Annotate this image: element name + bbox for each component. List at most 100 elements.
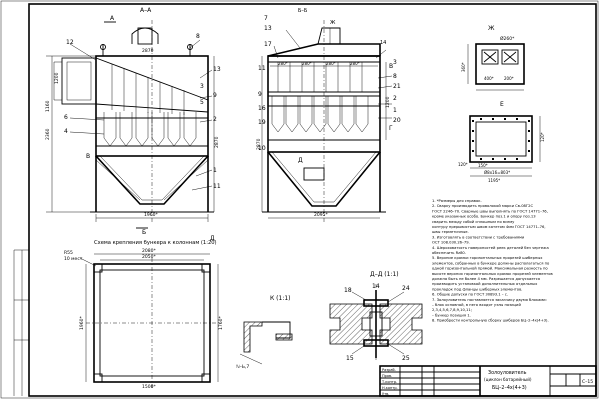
left-part-13: 13: [213, 66, 221, 73]
scheme-dim-4: 1760*: [218, 316, 224, 330]
title-name-3: БЦ–2–4х(4+3): [492, 385, 527, 391]
mid-cut-v: В: [389, 63, 393, 70]
sheet-frame: [28, 3, 597, 397]
filing-strip: [13, 249, 29, 396]
left-part-5: 5: [200, 99, 204, 106]
note-line: одной горизонтальной прямой. Максимальна…: [432, 267, 548, 271]
title-sheet-label: С–15: [582, 379, 593, 385]
left-dim-width: 1960*: [144, 212, 158, 218]
title-row-2: Пров.: [382, 374, 392, 378]
mid-dim-2: 280*: [302, 61, 312, 66]
note-line: должна быть не более 4 мм. Разрешается д…: [432, 277, 540, 281]
mid-dim-3: 280*: [326, 61, 336, 66]
note-line: контуру прерывистым швом катетом 4мм ГОС…: [432, 225, 546, 229]
note-line: кроме указанных особо. Бункер поз.1 и оп…: [432, 215, 536, 219]
title-block: Разраб. Пров. Т.контр. Н.контр. Утв. Зол…: [379, 365, 597, 397]
dd-part-25: 25: [402, 355, 410, 362]
mid-part-19: 19: [258, 119, 266, 126]
note-line: 7. Золоуловитель поставляется заказчику …: [432, 298, 547, 302]
mid-part-7: 7: [264, 15, 268, 22]
note-line: обеспечить Rz80.: [432, 251, 466, 255]
note-line: 2,3,4,5,6,7,8,9,10,11;: [432, 308, 472, 312]
note-line: 6. Общие допуски по ГОСТ 30893.1 – c.: [432, 293, 508, 297]
view-e-title: Е: [500, 101, 504, 108]
left-cut-b: Б: [142, 229, 146, 236]
e-dim-2: 150*: [478, 163, 488, 168]
zh-dim-2: 200*: [504, 76, 514, 81]
left-dim-mid: 1160: [45, 100, 51, 112]
view-zh-title: Ж: [488, 25, 495, 32]
mid-dim-1: 280*: [278, 61, 288, 66]
title-name-2: (циклон батарейный): [484, 377, 532, 382]
view-k-label: ℕ–Ь,7: [236, 364, 249, 370]
e-dim-5: 120*: [540, 132, 545, 142]
view-zh: Ж Ø260* 400* 200* 360*: [461, 25, 525, 91]
scheme-dim-1: 2080*: [142, 248, 156, 254]
left-cut-d: Д: [210, 235, 215, 242]
left-part-4: 4: [64, 128, 68, 135]
note-line: ОСТ 108.030.26–79.: [432, 241, 470, 245]
e-dim-4: 1195*: [488, 178, 500, 183]
left-cut-v: В: [86, 153, 90, 160]
dd-part-24: 24: [402, 285, 410, 292]
dd-part-14: 14: [372, 283, 380, 290]
mid-part-8: 8: [393, 73, 397, 80]
e-dim-3: Ø8x16=803*: [484, 170, 510, 175]
left-dim-bot: 2870: [214, 136, 220, 148]
title-name-1: Золоуловитель: [488, 370, 527, 376]
view-k: К (1:1) ℕ–Ь,7: [236, 295, 293, 370]
title-row-3: Т.контр.: [381, 380, 397, 384]
left-part-1: 1: [213, 167, 217, 174]
section-dd-title: Д–Д (1:1): [370, 271, 399, 278]
mid-cut-g: Г: [389, 125, 393, 132]
scheme-dim-2: 2050*: [142, 254, 156, 260]
note-line: высоте верхних горизонтальных кромок про…: [432, 272, 553, 276]
note-line: прокладок под фланцы шиберных элементов.: [432, 287, 522, 291]
left-part-12: 12: [66, 39, 74, 46]
note-line: швы герметичные.: [432, 230, 469, 234]
scheme-note-r: R55: [64, 250, 73, 256]
mounting-scheme: Схема крепления бункера к колоннам (1:20…: [64, 240, 224, 390]
note-line: сварить между собой сплошным по всему: [432, 220, 515, 224]
note-line: 1. *Размеры для справок.: [432, 199, 482, 203]
view-k-title: К (1:1): [270, 295, 291, 302]
mid-view-title: Б–Б: [298, 8, 308, 14]
view-e-bolts: [472, 118, 530, 160]
left-cut-a: А: [110, 15, 115, 22]
note-line: 8. Приобрести контрольную сборку шиберов…: [432, 319, 549, 323]
left-view-title: А–А: [140, 7, 152, 14]
mid-part-1: 1: [393, 107, 397, 114]
note-line: 5. Верхние кромки горизонтальных прорезе…: [432, 256, 543, 260]
left-part-9: 9: [213, 92, 217, 99]
mid-dim-width: 2095*: [314, 212, 328, 218]
mid-part-2: 2: [393, 95, 397, 102]
left-part-11: 11: [213, 183, 221, 190]
mid-part-16: 16: [258, 105, 266, 112]
scheme-title: Схема крепления бункера к колоннам (1:20…: [94, 240, 217, 246]
left-view: А–А: [45, 7, 221, 242]
middle-view: Б–Б: [256, 8, 401, 222]
view-e: Е 120* 150* Ø8x16=803* 1195* 120*: [458, 101, 545, 183]
note-line: – бункер позиция 1.: [432, 313, 471, 317]
note-line: ГОСТ 2246–70. Сварные швы выполнять по Г…: [432, 209, 548, 213]
title-row-1: Разраб.: [382, 368, 396, 372]
left-part-8: 8: [196, 33, 200, 40]
mid-part-3: 3: [393, 59, 397, 66]
note-line: – блок основной, в него входят узлы пози…: [432, 303, 521, 307]
mid-dim-height: 2870: [256, 138, 262, 150]
mid-cut-zh: Ж: [330, 20, 336, 26]
e-dim-1: 120*: [458, 162, 468, 167]
note-line: элементов, собранных в бункере должны ра…: [432, 261, 550, 265]
mid-dim-4: 280*: [350, 61, 360, 66]
dd-part-15: 15: [346, 355, 354, 362]
dd-part-18: 18: [344, 287, 352, 294]
mid-part-21: 21: [393, 83, 401, 90]
technical-notes: 1. *Размеры для справок.2. Сварку произв…: [432, 199, 553, 323]
left-dim-top: 2870: [142, 48, 154, 54]
mid-dim-upper: 1200: [385, 96, 391, 108]
scheme-dim-bot: 1500*: [142, 384, 156, 390]
mid-part-14: 14: [380, 40, 386, 46]
mid-part-9: 9: [258, 91, 262, 98]
